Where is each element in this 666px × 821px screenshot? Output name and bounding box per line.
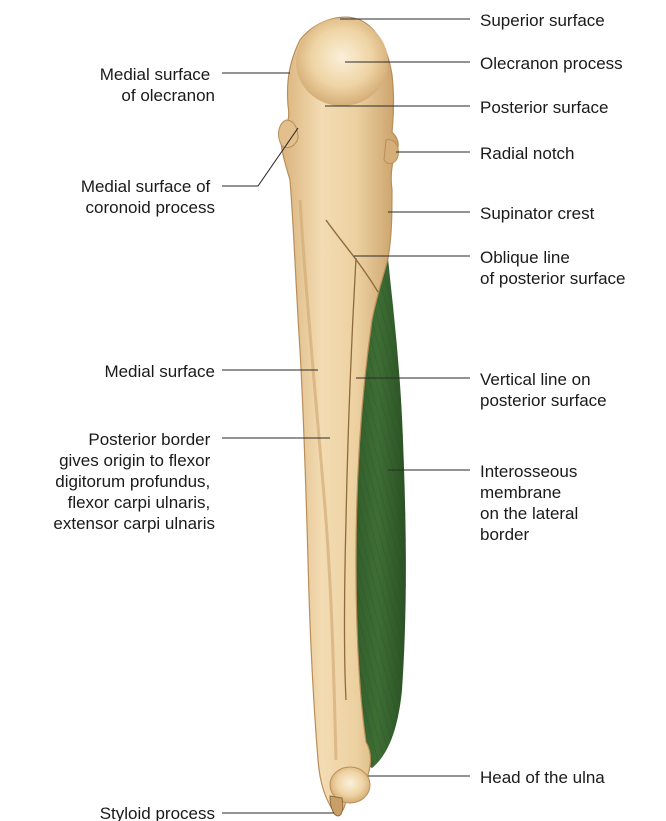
label-styloid-process: Styloid process — [100, 804, 215, 821]
label-posterior-surface: Posterior surface — [480, 98, 609, 117]
label-interosseous-membrane: Interosseous membrane on the lateral bor… — [480, 462, 583, 544]
label-olecranon-process: Olecranon process — [480, 54, 623, 73]
right-labels: Superior surface Olecranon process Poste… — [480, 11, 626, 787]
label-radial-notch: Radial notch — [480, 144, 575, 163]
label-vertical-line: Vertical line on posterior surface — [480, 370, 607, 410]
label-medial-surface: Medial surface — [104, 362, 215, 381]
label-oblique-line: Oblique line of posterior surface — [480, 248, 626, 288]
left-labels: Medial surface of olecranon Medial surfa… — [53, 65, 215, 821]
label-supinator-crest: Supinator crest — [480, 204, 595, 223]
label-medial-surface-coronoid: Medial surface of coronoid process — [81, 177, 215, 217]
label-head-of-ulna: Head of the ulna — [480, 768, 605, 787]
label-posterior-border: Posterior border gives origin to flexor … — [53, 430, 215, 533]
label-superior-surface: Superior surface — [480, 11, 605, 30]
label-medial-surface-olecranon: Medial surface of olecranon — [100, 65, 215, 105]
